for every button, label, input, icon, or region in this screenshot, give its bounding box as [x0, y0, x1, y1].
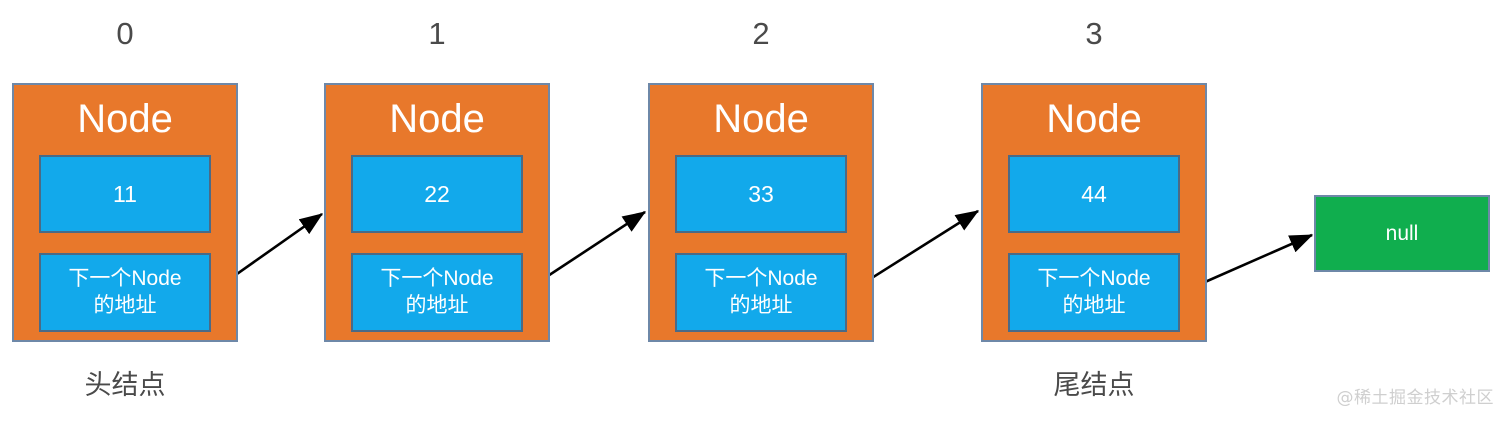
head-node-caption: 头结点	[84, 370, 166, 400]
node-index-label-3: 3	[1085, 16, 1103, 51]
node-value-field-0[interactable]: 11	[39, 155, 211, 233]
watermark-text: @稀土掘金技术社区	[1336, 388, 1494, 408]
tail-node-caption: 尾结点	[1053, 370, 1135, 400]
node-index-label-0: 0	[116, 16, 134, 51]
node-box-0[interactable]: Node 11 下一个Node 的地址	[12, 83, 238, 342]
node-next-line1-1: 下一个Node	[380, 266, 494, 290]
node-box-1[interactable]: Node 22 下一个Node 的地址	[324, 83, 550, 342]
null-terminator-box[interactable]: null	[1314, 195, 1490, 272]
node-value-field-2[interactable]: 33	[675, 155, 847, 233]
node-title-3: Node	[1046, 97, 1142, 141]
node-next-line1-3: 下一个Node	[1037, 266, 1151, 290]
node-next-line2-0: 的地址	[93, 293, 157, 317]
node-title-1: Node	[389, 97, 485, 141]
node-box-3[interactable]: Node 44 下一个Node 的地址	[981, 83, 1207, 342]
node-next-field-3[interactable]: 下一个Node 的地址	[1008, 253, 1180, 332]
node-next-line1-0: 下一个Node	[68, 266, 182, 290]
node-next-field-1[interactable]: 下一个Node 的地址	[351, 253, 523, 332]
node-title-0: Node	[77, 97, 173, 141]
node-index-label-1: 1	[428, 16, 446, 51]
node-next-field-2[interactable]: 下一个Node 的地址	[675, 253, 847, 332]
node-next-line2-2: 的地址	[729, 293, 793, 317]
node-title-2: Node	[713, 97, 809, 141]
node-next-line2-3: 的地址	[1062, 293, 1126, 317]
node-box-2[interactable]: Node 33 下一个Node 的地址	[648, 83, 874, 342]
node-value-field-3[interactable]: 44	[1008, 155, 1180, 233]
node-next-line2-1: 的地址	[405, 293, 469, 317]
node-value-field-1[interactable]: 22	[351, 155, 523, 233]
node-next-line1-2: 下一个Node	[704, 266, 818, 290]
node-index-label-2: 2	[752, 16, 770, 51]
node-next-field-0[interactable]: 下一个Node 的地址	[39, 253, 211, 332]
